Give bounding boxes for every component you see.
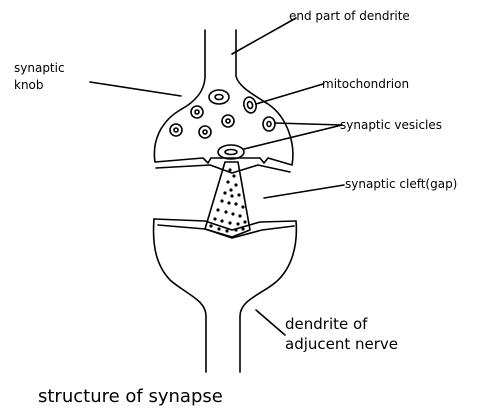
leader-mitochondrion xyxy=(256,84,323,104)
label-synaptic-vesicles: synaptic vesicles xyxy=(340,118,442,132)
synaptic-vesicle xyxy=(267,122,271,127)
label-adjacent-nerve: adjucent nerve xyxy=(285,335,398,353)
label-dendrite-of: dendrite of xyxy=(285,315,368,333)
mitochondrion-1-inner xyxy=(215,95,223,100)
synaptic-vesicle xyxy=(174,128,178,132)
label-mitochondrion: mitochondrion xyxy=(322,77,409,91)
leader-synaptic-knob xyxy=(90,82,181,96)
leader-end-part xyxy=(232,18,296,54)
label-end-part-of-dendrite: end part of dendrite xyxy=(289,9,410,23)
postsynaptic-cup-outline xyxy=(154,219,297,372)
synaptic-vesicle xyxy=(222,115,234,127)
leader-dendrite-adjacent xyxy=(256,310,285,335)
synaptic-vesicle-releasing-inner xyxy=(225,150,237,155)
synaptic-vesicle-releasing xyxy=(218,145,244,159)
synaptic-vesicle xyxy=(170,124,182,136)
label-synaptic-knob-line2: knob xyxy=(14,78,44,92)
mitochondrion-2 xyxy=(242,96,258,115)
label-synaptic-knob-line1: synaptic xyxy=(14,61,65,75)
synaptic-vesicle xyxy=(199,126,211,138)
synaptic-vesicle xyxy=(226,119,230,123)
leader-synaptic-cleft xyxy=(264,185,344,198)
mitochondrion-2-inner xyxy=(247,101,254,109)
label-synaptic-cleft: synaptic cleft(gap) xyxy=(345,177,457,191)
synaptic-vesicle xyxy=(203,130,207,134)
diagram-caption: structure of synapse xyxy=(38,386,223,407)
synaptic-vesicle xyxy=(191,106,203,118)
synaptic-vesicle xyxy=(195,110,199,114)
mitochondrion-1 xyxy=(209,90,229,104)
synaptic-vesicle xyxy=(263,117,275,131)
